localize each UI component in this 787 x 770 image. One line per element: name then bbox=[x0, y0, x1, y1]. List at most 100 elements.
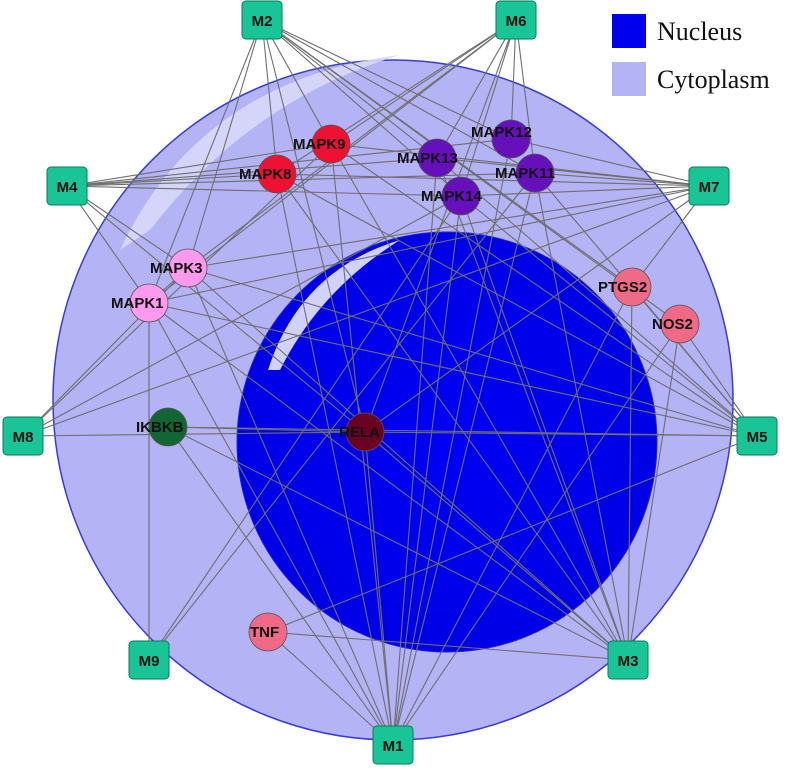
edge-m1-mapk11 bbox=[392, 172, 536, 746]
edge-m3-mapk13 bbox=[436, 157, 629, 661]
edge-m5-mapk14 bbox=[460, 195, 758, 437]
target-node-mapk9[interactable]: MAPK9 bbox=[293, 124, 351, 164]
module-node-m4[interactable]: M4 bbox=[46, 166, 88, 206]
module-node-label: M9 bbox=[139, 653, 160, 670]
module-node-label: M4 bbox=[57, 179, 78, 196]
edge-m4-mapk8 bbox=[66, 173, 278, 187]
target-node-tnf[interactable]: TNF bbox=[248, 612, 288, 652]
target-node-label: MAPK9 bbox=[293, 136, 346, 153]
edge-m7-mapk14 bbox=[460, 185, 710, 197]
module-node-m3[interactable]: M3 bbox=[607, 640, 649, 680]
target-node-mapk14[interactable]: MAPK14 bbox=[421, 176, 483, 216]
edge-m4-mapk14 bbox=[66, 185, 462, 197]
edge-m2-mapk8 bbox=[261, 19, 278, 175]
edge-m1-mapk12 bbox=[392, 138, 512, 746]
target-node-label: MAPK11 bbox=[495, 165, 555, 182]
edge-m3-ptgs2 bbox=[627, 286, 633, 661]
nucleus-compartment bbox=[236, 231, 658, 653]
target-node-circle bbox=[168, 248, 208, 288]
target-node-circle bbox=[515, 153, 555, 193]
edge-m1-tnf bbox=[267, 631, 394, 746]
module-node-box bbox=[495, 0, 537, 40]
edge-m7-mapk3 bbox=[187, 185, 710, 269]
target-node-rela[interactable]: RELA bbox=[339, 412, 385, 452]
target-node-label: NOS2 bbox=[652, 316, 693, 333]
target-node-label: MAPK3 bbox=[150, 260, 203, 277]
target-node-circle bbox=[345, 412, 385, 452]
edge-m3-mapk9 bbox=[330, 143, 629, 661]
edge-m7-mapk13 bbox=[436, 157, 710, 187]
edge-m5-tnf bbox=[267, 435, 758, 633]
edge-m2-mapk3 bbox=[187, 19, 263, 269]
edge-m2-mapk9 bbox=[261, 19, 332, 145]
target-node-ptgs2[interactable]: PTGS2 bbox=[598, 267, 652, 307]
module-node-m1[interactable]: M1 bbox=[372, 725, 414, 765]
edge-m1-nos2 bbox=[392, 323, 681, 746]
module-node-m5[interactable]: M5 bbox=[736, 416, 778, 456]
module-node-box bbox=[372, 725, 414, 765]
target-node-label: TNF bbox=[250, 624, 279, 641]
target-node-label: MAPK8 bbox=[239, 166, 292, 183]
edge-m6-mapk9 bbox=[330, 19, 517, 145]
edge-m7-rela bbox=[364, 185, 710, 433]
edge-m4-mapk9 bbox=[66, 143, 332, 187]
edge-m9-mapk14 bbox=[148, 195, 462, 661]
edge-m2-mapk13 bbox=[261, 19, 438, 159]
edge-m2-mapk12 bbox=[261, 19, 512, 140]
edge-m6-mapk11 bbox=[515, 19, 536, 174]
target-node-ikbkb[interactable]: IKBKB bbox=[136, 407, 188, 447]
module-node-m7[interactable]: M7 bbox=[688, 166, 730, 206]
target-node-circle bbox=[129, 283, 169, 323]
nucleus-highlight bbox=[268, 240, 400, 370]
edge-m3-nos2 bbox=[627, 323, 681, 661]
legend-item-nucleus[interactable]: Nucleus bbox=[612, 14, 742, 48]
target-node-mapk1[interactable]: MAPK1 bbox=[111, 283, 169, 323]
module-node-box bbox=[736, 416, 778, 456]
target-node-circle bbox=[441, 176, 481, 216]
module-node-m2[interactable]: M2 bbox=[241, 0, 283, 40]
target-node-nos2[interactable]: NOS2 bbox=[652, 304, 700, 344]
module-node-box bbox=[607, 640, 649, 680]
target-node-circle bbox=[148, 407, 188, 447]
target-node-circle bbox=[248, 612, 288, 652]
edge-m5-ptgs2 bbox=[631, 286, 758, 437]
target-node-circle bbox=[417, 138, 457, 178]
target-node-mapk12[interactable]: MAPK12 bbox=[471, 119, 532, 159]
target-node-label: MAPK13 bbox=[397, 150, 458, 167]
edge-m5-mapk9 bbox=[330, 143, 758, 437]
edge-m8-rela bbox=[22, 431, 366, 437]
edge-m1-mapk8 bbox=[276, 173, 394, 746]
edge-m7-m8 bbox=[22, 185, 710, 437]
module-node-m6[interactable]: M6 bbox=[495, 0, 537, 40]
edge-m3-mapk14 bbox=[460, 195, 629, 661]
target-node-mapk13[interactable]: MAPK13 bbox=[397, 138, 458, 178]
edge-m1-mapk1 bbox=[148, 302, 394, 746]
edge-m1-ptgs2 bbox=[392, 286, 633, 746]
edge-ikbkb-rela bbox=[167, 426, 366, 433]
module-node-label: M5 bbox=[747, 429, 768, 446]
target-node-label: RELA bbox=[339, 424, 380, 441]
edge-m9-mapk11 bbox=[148, 172, 536, 661]
edge-m1-mapk3 bbox=[187, 267, 394, 746]
module-node-m8[interactable]: M8 bbox=[2, 416, 44, 456]
target-node-mapk8[interactable]: MAPK8 bbox=[239, 154, 297, 194]
edge-m5-mapk13 bbox=[436, 157, 758, 437]
target-node-mapk11[interactable]: MAPK11 bbox=[495, 153, 555, 193]
module-node-label: M1 bbox=[383, 738, 404, 755]
edge-m3-mapk8 bbox=[276, 173, 629, 661]
target-node-mapk3[interactable]: MAPK3 bbox=[150, 248, 208, 288]
module-node-label: M2 bbox=[252, 13, 273, 30]
target-node-label: MAPK1 bbox=[111, 295, 164, 312]
legend-item-cytoplasm[interactable]: Cytoplasm bbox=[612, 62, 770, 96]
legend-label-nucleus: Nucleus bbox=[657, 17, 742, 46]
edge-m8-mapk14 bbox=[22, 195, 462, 437]
module-node-box bbox=[46, 166, 88, 206]
module-node-label: M6 bbox=[506, 13, 527, 30]
module-node-m9[interactable]: M9 bbox=[128, 640, 170, 680]
edge-m1-ikbkb bbox=[167, 426, 394, 746]
edge-m3-tnf bbox=[267, 631, 629, 661]
cytoplasm-swatch bbox=[612, 62, 646, 96]
